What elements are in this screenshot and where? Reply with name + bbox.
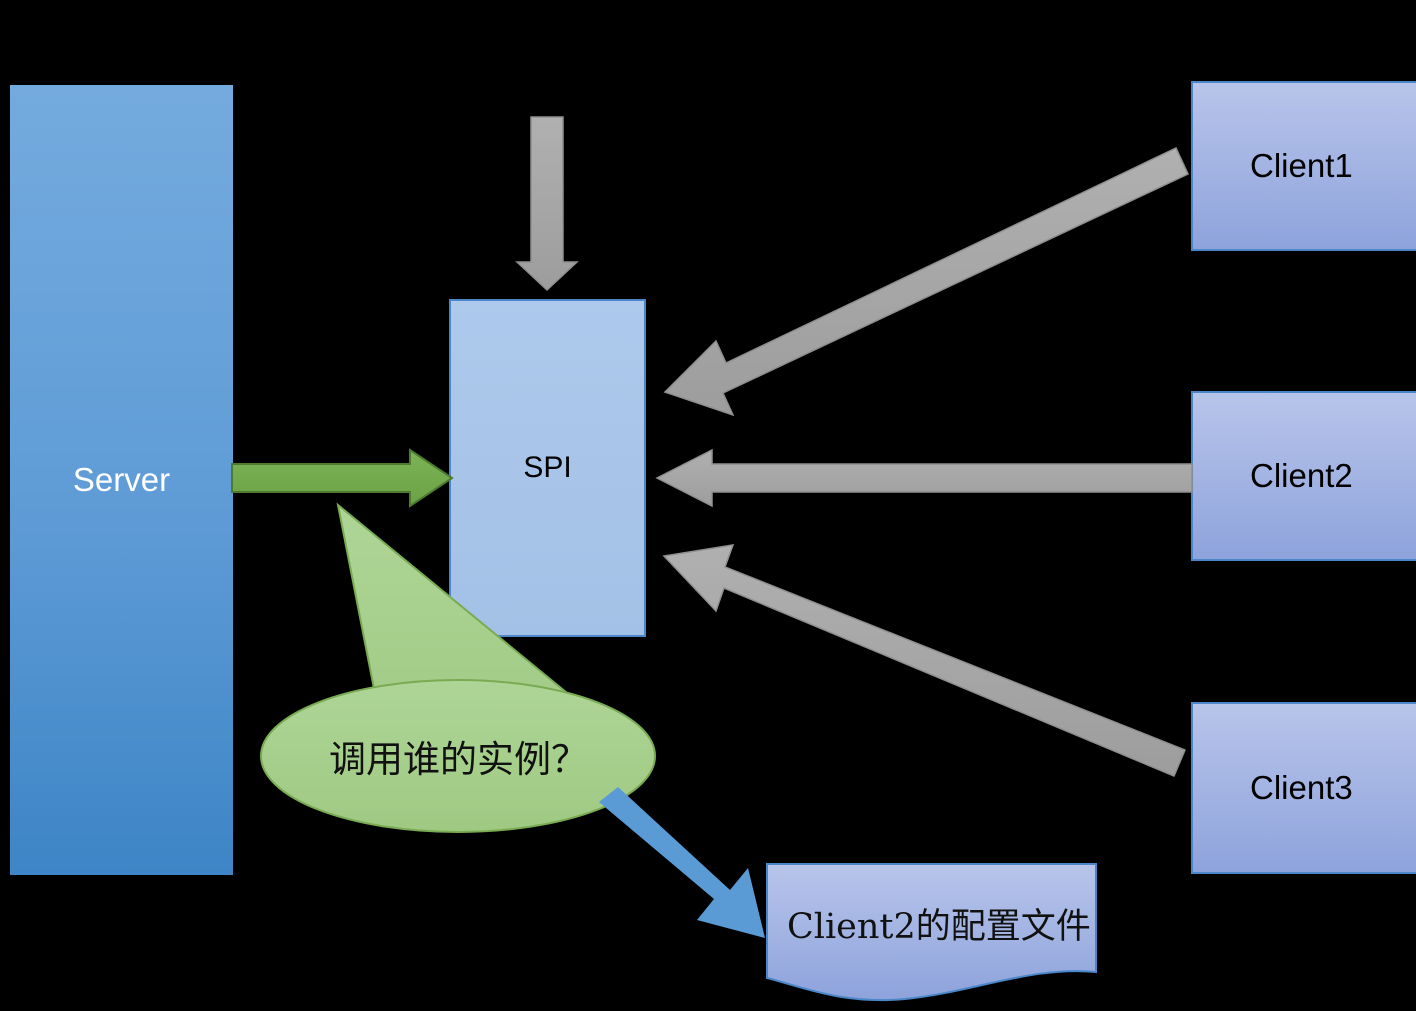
client2-to-spi-arrow-shape	[655, 448, 1193, 508]
client3-box-shape[interactable]	[1191, 702, 1416, 874]
client2-box-shape[interactable]	[1191, 391, 1416, 561]
down-arrow-into-spi-shape	[515, 116, 579, 292]
client1-to-spi-arrow-shape	[663, 146, 1189, 417]
config-doc-shape[interactable]	[766, 863, 1097, 1002]
spi-box-shape[interactable]	[449, 299, 646, 637]
callout-to-config-arrow-shape	[599, 787, 765, 938]
client1-box-shape[interactable]	[1191, 81, 1416, 251]
client3-to-spi-arrow-shape	[662, 544, 1186, 777]
server-box-shape[interactable]	[10, 85, 233, 875]
callout-oval-shape[interactable]	[260, 679, 656, 833]
server-to-spi-arrow-shape	[231, 448, 454, 508]
